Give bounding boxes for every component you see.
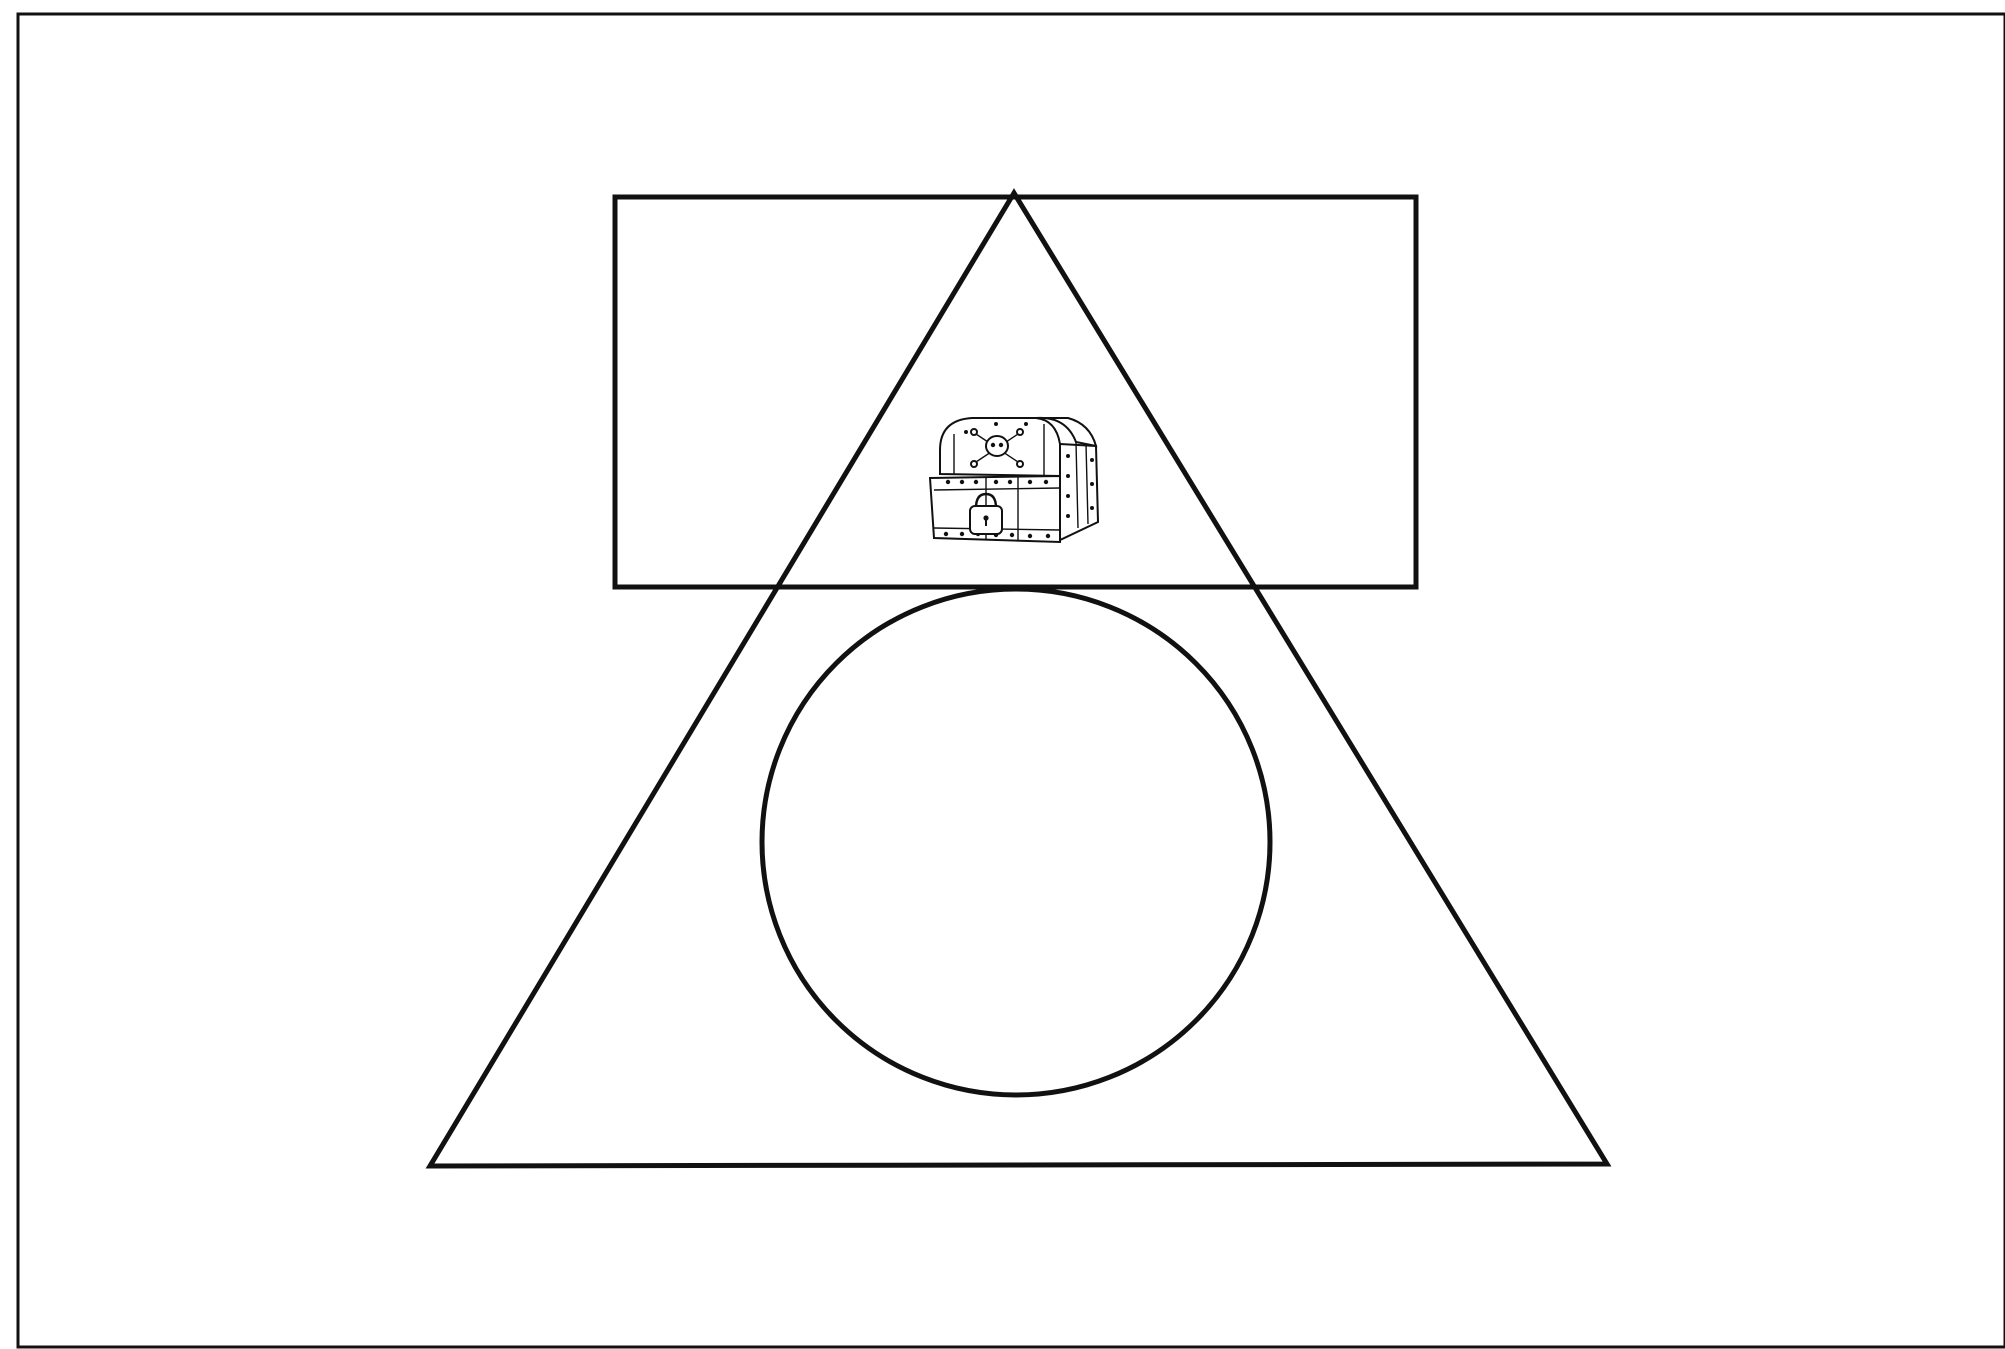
treasure-chest-icon	[930, 418, 1098, 542]
triangle-shape	[430, 193, 1607, 1166]
page-border	[18, 14, 2005, 1347]
circle-shape	[762, 589, 1270, 1095]
